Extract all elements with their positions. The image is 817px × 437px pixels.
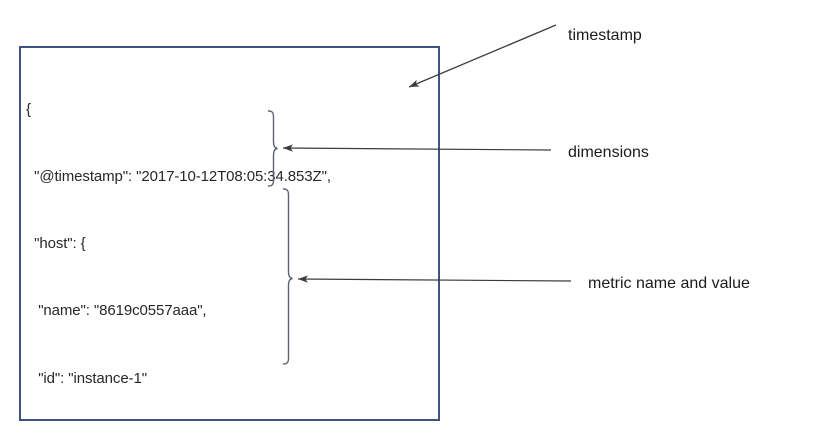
json-code-block: { "@timestamp": "2017-10-12T08:05:34.853…	[26, 54, 436, 437]
json-line-host-name: "name": "8619c0557aaa",	[26, 302, 207, 320]
json-line-host-open: "host": {	[26, 235, 86, 253]
annotation-label-metric: metric name and value	[588, 275, 750, 292]
json-line: {	[26, 100, 31, 118]
annotation-label-dimensions: dimensions	[568, 144, 649, 161]
json-line-host-id: "id": "instance-1"	[26, 369, 147, 387]
json-line-timestamp: "@timestamp": "2017-10-12T08:05:34.853Z"…	[26, 168, 331, 186]
annotation-label-timestamp: timestamp	[568, 27, 642, 44]
json-document-box	[19, 46, 440, 421]
